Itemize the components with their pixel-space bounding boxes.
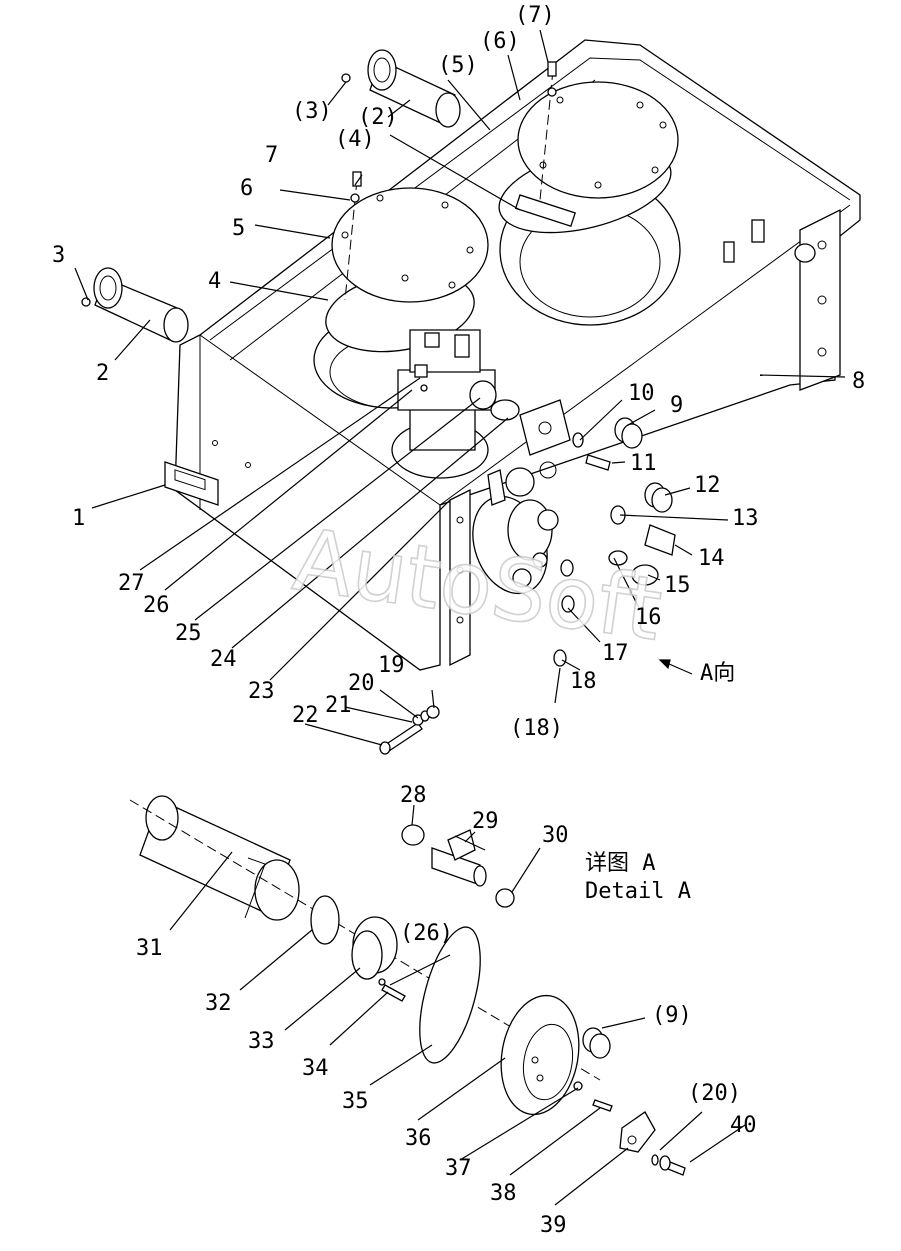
callout-9p: (9) <box>652 1003 692 1028</box>
callout-3p: (3) <box>292 99 332 124</box>
callout-6: 6 <box>240 176 253 201</box>
direction-label-a: A向 <box>700 661 735 686</box>
callout-labels: (7) (6) (5) (3) (2) (4) 7 6 5 4 3 2 1 8 … <box>52 3 865 1238</box>
callout-30: 30 <box>542 823 569 848</box>
callout-5: 5 <box>232 216 245 241</box>
callout-33: 33 <box>248 1029 275 1054</box>
callout-6p: (6) <box>480 29 520 54</box>
detail-a-valve <box>401 824 515 908</box>
callout-25: 25 <box>175 621 202 646</box>
sight-gauge-plate <box>164 440 251 506</box>
cover-assembly-right <box>498 61 681 326</box>
callout-18: 18 <box>570 669 597 694</box>
valve-block <box>472 399 571 595</box>
callout-26: 26 <box>143 593 170 618</box>
detail-label-en: Detail A <box>585 879 691 904</box>
callout-19: 19 <box>378 653 405 678</box>
callout-22: 22 <box>292 703 319 728</box>
breather-pipe-left <box>81 267 189 343</box>
callout-20p: (20) <box>688 1081 741 1106</box>
callout-28: 28 <box>400 783 427 808</box>
callout-20: 20 <box>348 671 375 696</box>
leader-lines <box>74 29 846 1206</box>
callout-34: 34 <box>302 1056 329 1081</box>
callout-3: 3 <box>52 243 65 268</box>
callout-36: 36 <box>405 1126 432 1151</box>
callout-2p: (2) <box>358 105 398 130</box>
callout-12: 12 <box>694 473 721 498</box>
callout-32: 32 <box>205 991 232 1016</box>
callout-29: 29 <box>472 809 499 834</box>
callout-35: 35 <box>342 1089 369 1114</box>
callout-37: 37 <box>445 1156 472 1181</box>
callout-26p: (26) <box>400 921 453 946</box>
callout-23: 23 <box>248 679 275 704</box>
filter-housing <box>391 329 520 479</box>
callout-38: 38 <box>490 1181 517 1206</box>
callout-4: 4 <box>208 269 221 294</box>
tank-body <box>174 39 861 671</box>
callout-9: 9 <box>670 393 683 418</box>
callout-7: 7 <box>265 143 278 168</box>
callout-14: 14 <box>698 546 725 571</box>
callout-8: 8 <box>852 369 865 394</box>
callout-2: 2 <box>96 361 109 386</box>
callout-40: 40 <box>730 1113 757 1138</box>
callout-10: 10 <box>628 381 655 406</box>
callout-7p: (7) <box>515 3 555 28</box>
callout-24: 24 <box>210 647 237 672</box>
callout-16: 16 <box>635 605 662 630</box>
callout-13: 13 <box>732 506 759 531</box>
fittings-right <box>553 417 676 667</box>
callout-15: 15 <box>664 573 691 598</box>
lower-filter-assembly <box>129 795 686 1176</box>
callout-39: 39 <box>540 1213 567 1238</box>
callout-31: 31 <box>136 936 163 961</box>
callout-4p: (4) <box>335 127 375 152</box>
breather-pipe-upper <box>341 49 461 128</box>
callout-21: 21 <box>325 693 352 718</box>
callout-1: 1 <box>72 506 85 531</box>
callout-5p: (5) <box>438 53 478 78</box>
callout-11: 11 <box>630 451 657 476</box>
callout-17: 17 <box>602 641 629 666</box>
callout-27: 27 <box>118 571 145 596</box>
callout-18p: (18) <box>510 716 563 741</box>
bolt-stack <box>379 705 440 755</box>
detail-label-cn: 详图 A <box>585 851 656 876</box>
